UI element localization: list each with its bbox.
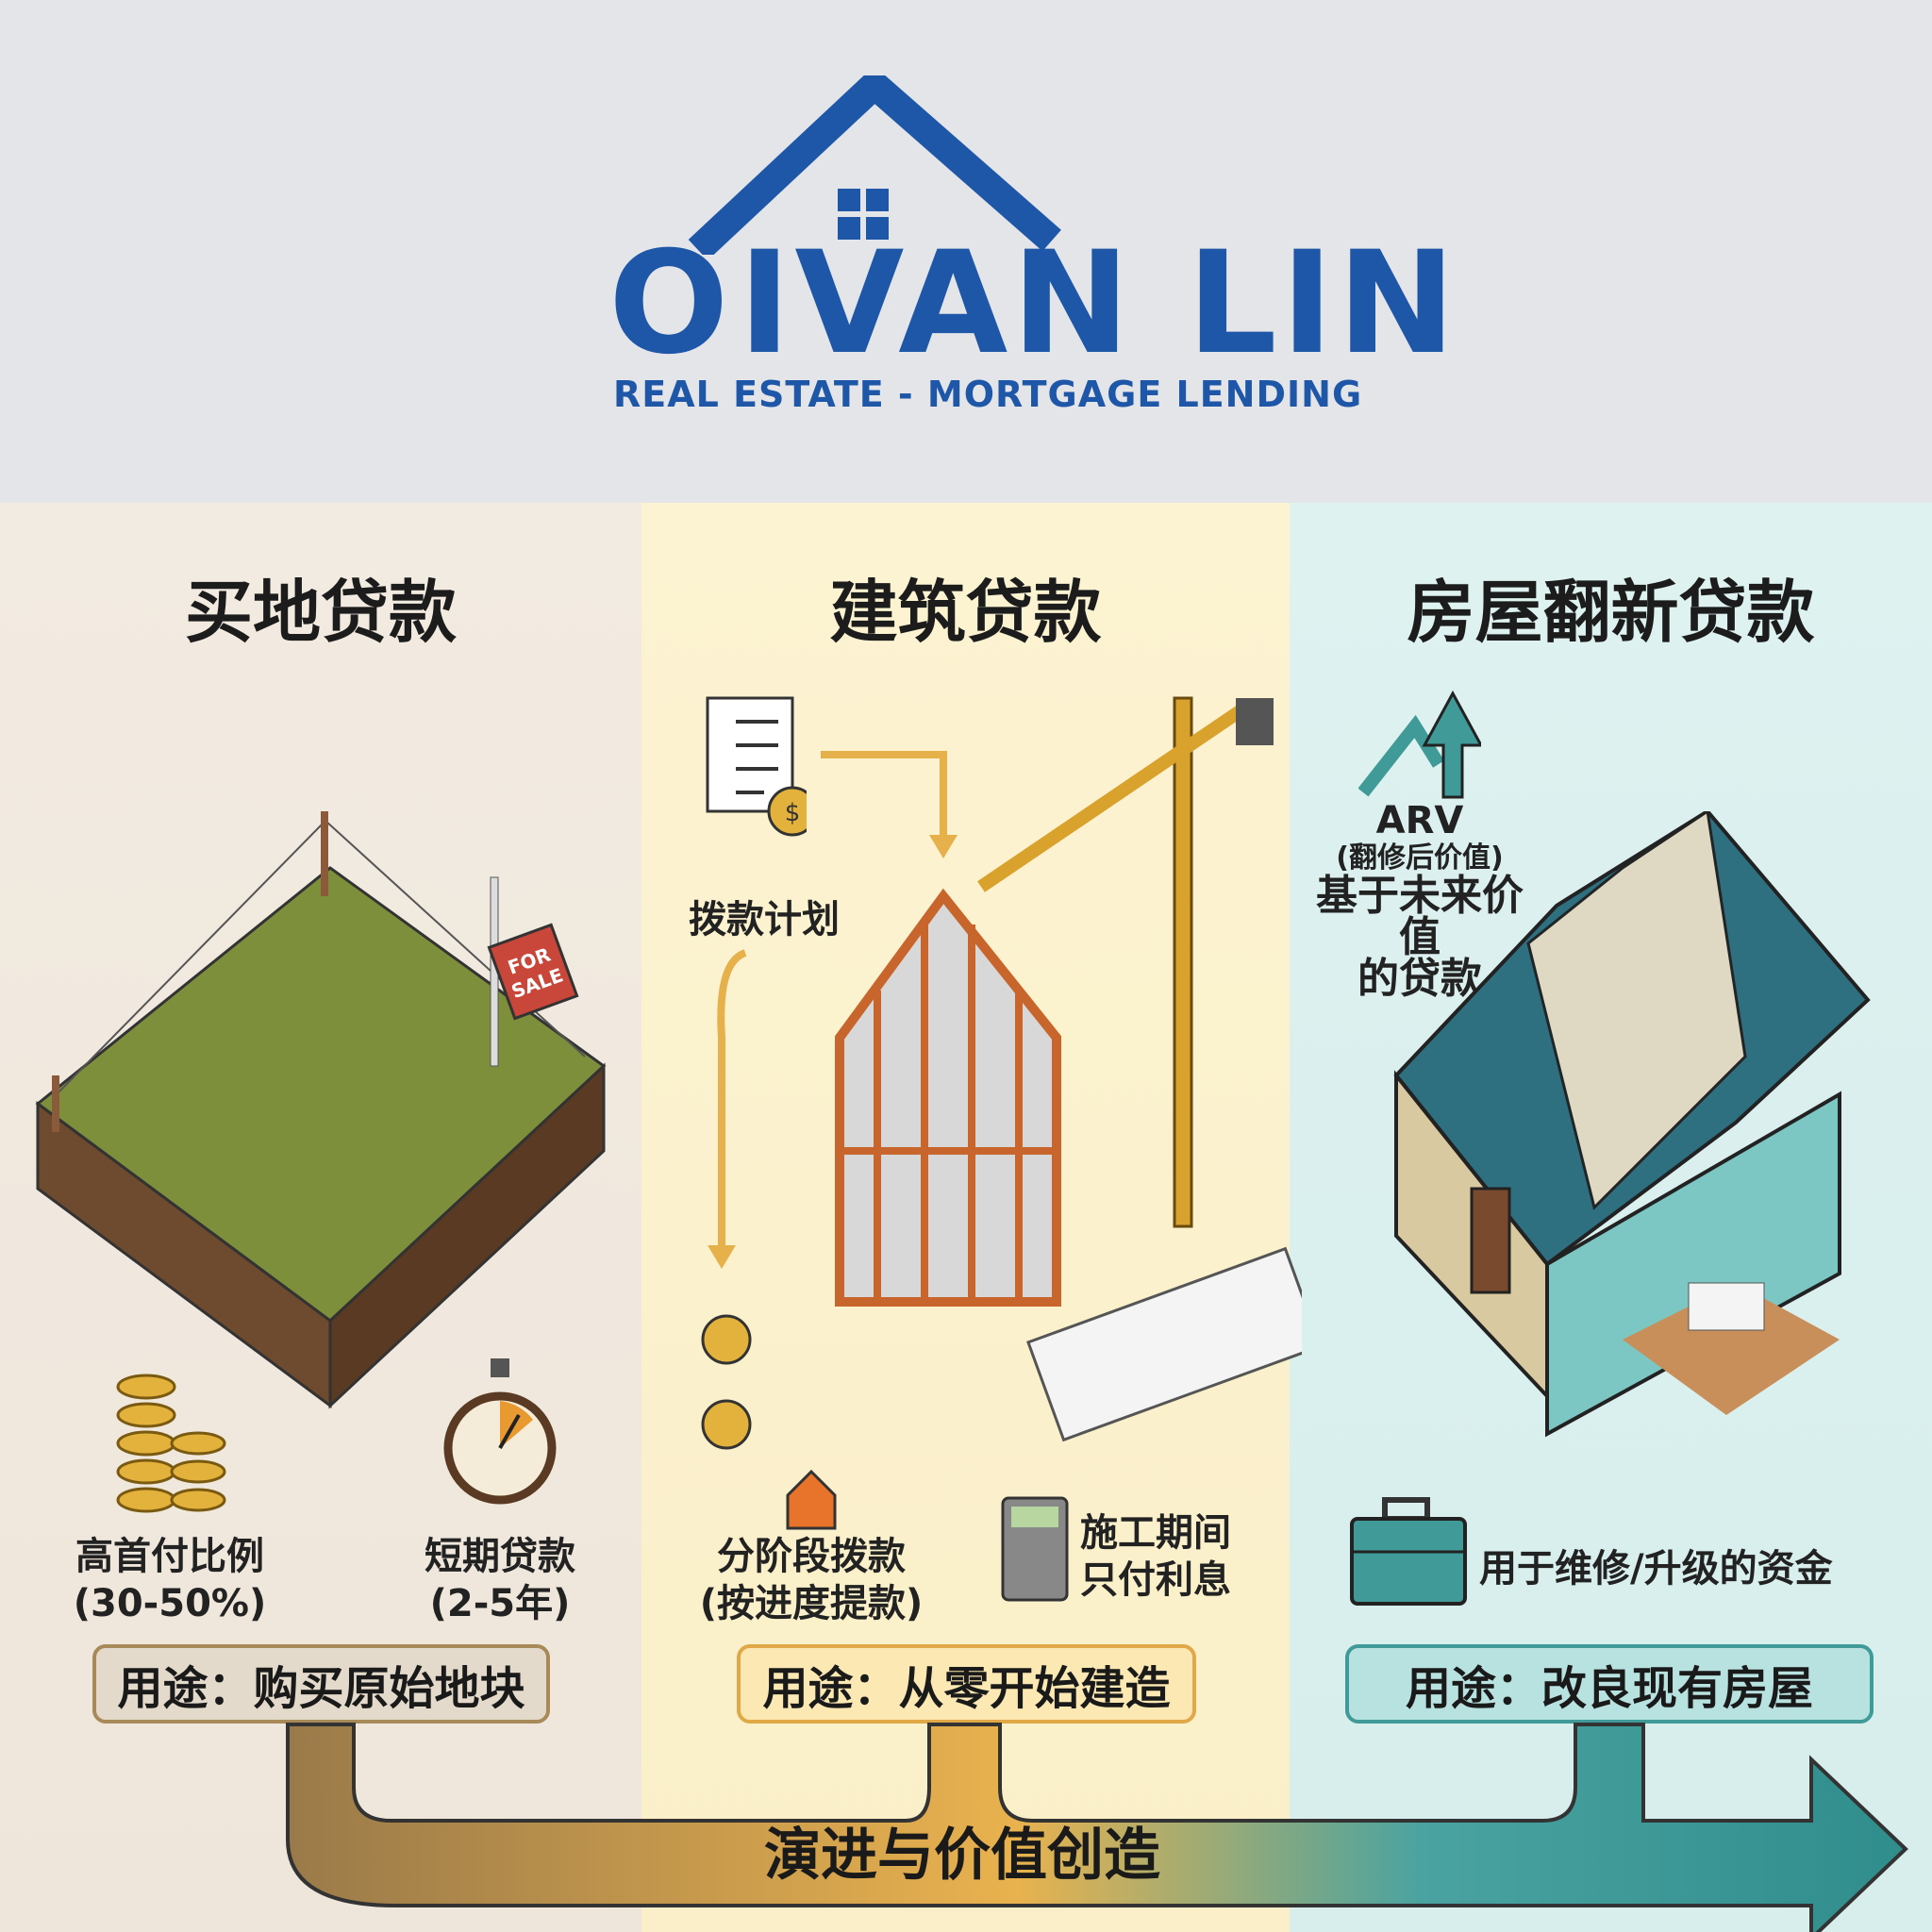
arv-line: 基于未来价值 [1316, 872, 1524, 961]
feature-repair-funds: 用于维修/升级的资金 [1479, 1547, 1833, 1591]
arv-title: ARV [1375, 799, 1464, 842]
construction-loan-title: 建筑贷款 [829, 573, 1102, 652]
feature-line: 高首付比例 [75, 1535, 264, 1578]
disbursement-plan-label: 拨款计划 [689, 898, 840, 941]
feature-line: 施工期间 [1080, 1511, 1231, 1555]
renovation-loan-title: 房屋翻新贷款 [1407, 573, 1815, 652]
stopwatch-icon [443, 1358, 557, 1505]
arv-line: 的贷款 [1357, 955, 1482, 1003]
checklist-icon: $ [706, 696, 807, 837]
feature-staged-draws: 分阶段拨款(按进度提款) [698, 1533, 924, 1627]
purpose-land: 用途：购买原始地块 [92, 1644, 550, 1724]
feature-line: 短期贷款 [425, 1535, 575, 1578]
feature-short-term: 短期贷款(2-5年) [396, 1533, 604, 1627]
feature-down-payment: 高首付比例(30-50%) [57, 1533, 283, 1627]
feature-line: 分阶段拨款 [717, 1535, 906, 1578]
purpose-construction: 用途：从零开始建造 [737, 1644, 1196, 1724]
arv-subtitle: (翻修后价值) [1336, 841, 1504, 874]
land-plot-illustration: FOR SALE [35, 811, 607, 1409]
calculator-icon [1001, 1496, 1069, 1602]
svg-text:$: $ [785, 799, 801, 827]
evolution-arrow [286, 1723, 1908, 1932]
feature-line: (2-5年) [429, 1582, 571, 1625]
logo-house-icon [688, 75, 1061, 255]
staged-funding-icon [701, 1314, 837, 1530]
arv-label: ARV (翻修后价值) 基于未来价值 的贷款 [1311, 800, 1528, 1000]
header [0, 0, 1932, 503]
logo-tagline: REAL ESTATE - MORTGAGE LENDING [613, 374, 1363, 415]
feature-line: (按进度提款) [699, 1582, 924, 1625]
toolbox-icon [1350, 1497, 1467, 1606]
evolution-label: 演进与价值创造 [764, 1823, 1160, 1889]
logo-name: OIVAN LIN [608, 222, 1460, 386]
feature-line: (30-50%) [73, 1582, 267, 1625]
feature-line: 只付利息 [1080, 1558, 1231, 1602]
renovation-house-illustration [1393, 811, 1871, 1438]
purpose-renovation: 用途：改良现有房屋 [1345, 1644, 1874, 1724]
coins-icon [116, 1374, 226, 1513]
construction-illustration [708, 696, 1302, 1442]
feature-interest-only: 施工期间只付利息 [1080, 1509, 1250, 1604]
land-loan-title: 买地贷款 [184, 573, 457, 652]
arv-growth-icon [1358, 690, 1481, 799]
